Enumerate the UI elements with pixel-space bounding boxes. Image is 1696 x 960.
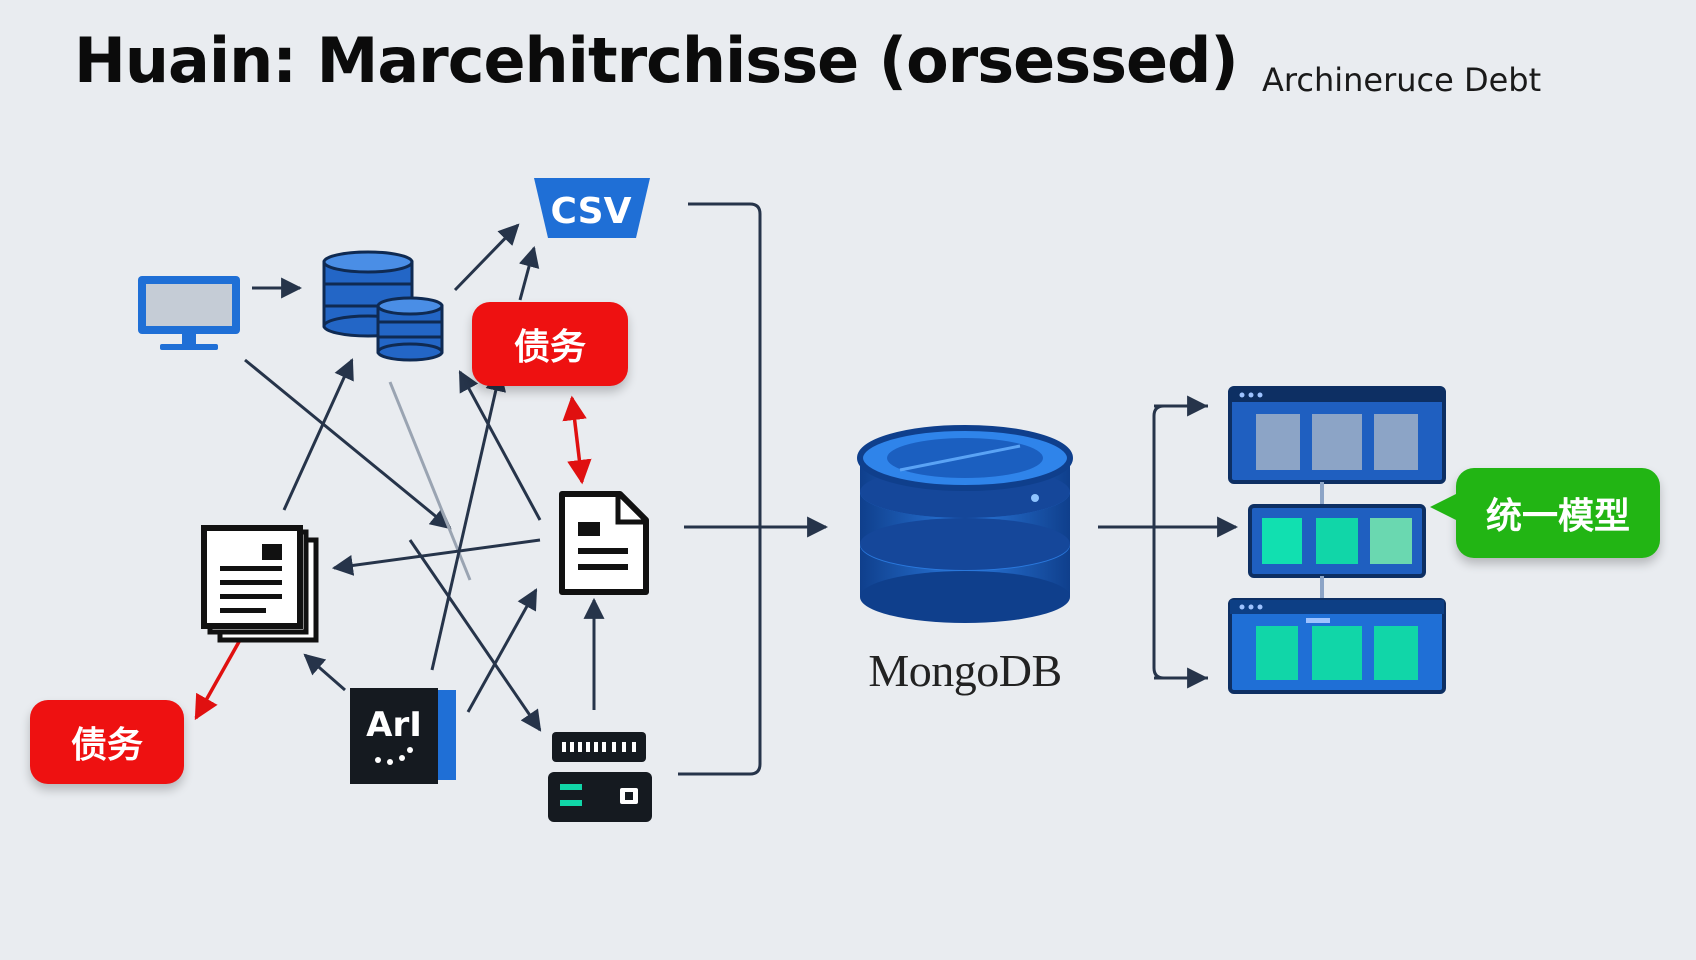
database-stack-icon: [322, 250, 444, 362]
diagram-title: Huain: Marcehitrchisse (orsessed): [74, 24, 1239, 97]
mongodb-cylinder-icon: [857, 425, 1073, 623]
csv-file-icon: CSV: [534, 178, 650, 238]
ui-panel-top: [1228, 386, 1446, 484]
ingest-bracket: [678, 202, 829, 776]
unified-model-badge-pointer: [1430, 492, 1460, 522]
api-box-icon: ArI: [350, 688, 456, 784]
tangled-connections: [244, 223, 605, 732]
output-bracket: [1098, 395, 1239, 689]
api-label: ArI: [366, 705, 422, 745]
csv-label: CSV: [551, 191, 632, 232]
mongodb-label: MongoDB: [868, 645, 1062, 696]
server-rack-icon: [548, 732, 652, 822]
unified-model-badge: 统一模型: [1456, 468, 1660, 558]
document-icon: [559, 491, 649, 595]
monitor-icon: [138, 276, 240, 350]
debt-badge-bottom: 债务: [30, 700, 184, 784]
debt-arrows: [194, 395, 592, 721]
debt-badge-top: 债务: [472, 302, 628, 386]
diagram-subtitle: Archineruce Debt: [1262, 61, 1542, 99]
ui-panel-middle: [1248, 482, 1426, 600]
document-stack-icon: [201, 525, 319, 643]
ui-panel-bottom: [1228, 598, 1446, 694]
